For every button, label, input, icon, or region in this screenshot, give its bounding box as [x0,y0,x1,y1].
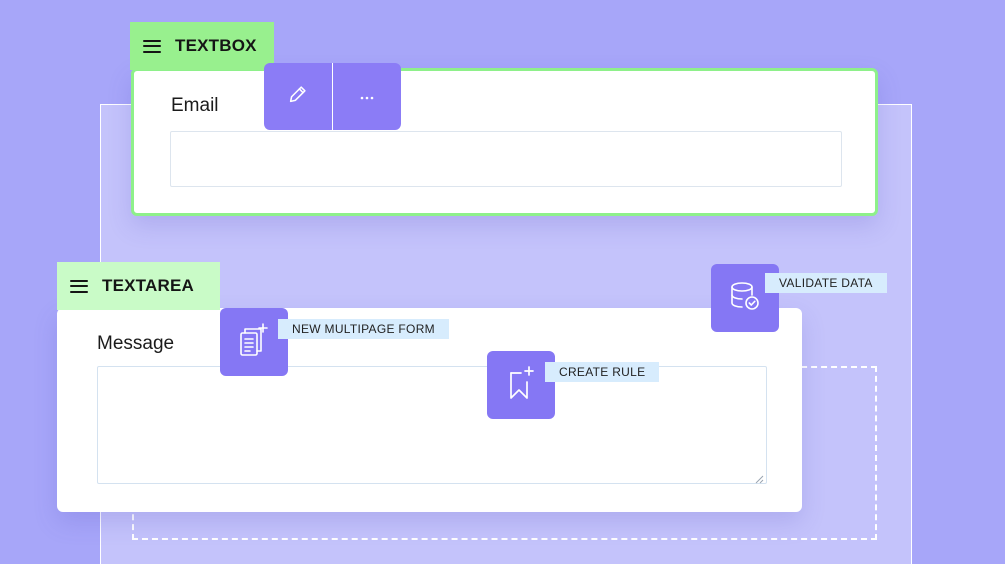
more-horizontal-icon [357,88,377,106]
message-textarea[interactable] [97,366,767,484]
more-options-button[interactable] [333,63,401,130]
field-toolbar [264,63,401,130]
create-rule-button[interactable] [487,351,555,419]
new-multipage-form-button[interactable] [220,308,288,376]
new-multipage-form-label: NEW MULTIPAGE FORM [278,319,449,339]
validate-data-button[interactable] [711,264,779,332]
email-input[interactable] [170,131,842,187]
drag-handle-icon[interactable] [143,39,161,53]
textbox-field-card[interactable]: Email [131,68,878,216]
textarea-tag-label: TEXTAREA [102,276,194,295]
message-label: Message [97,333,175,354]
multipage-form-icon [237,322,271,363]
create-rule-label: CREATE RULE [545,362,660,382]
validate-data-label: VALIDATE DATA [765,273,887,293]
drag-handle-icon[interactable] [70,279,88,293]
bookmark-plus-icon [505,365,537,406]
textarea-tag[interactable]: TEXTAREA [57,262,220,310]
toolbar-divider [331,63,334,130]
edit-button[interactable] [264,63,332,130]
database-check-icon [729,280,761,317]
textbox-tag[interactable]: TEXTBOX [130,22,274,70]
textarea-field-card[interactable]: Message [57,308,802,512]
email-label: Email [171,95,219,116]
resize-grip-icon[interactable] [754,471,764,484]
pencil-icon [287,83,309,110]
textbox-tag-label: TEXTBOX [175,36,257,55]
